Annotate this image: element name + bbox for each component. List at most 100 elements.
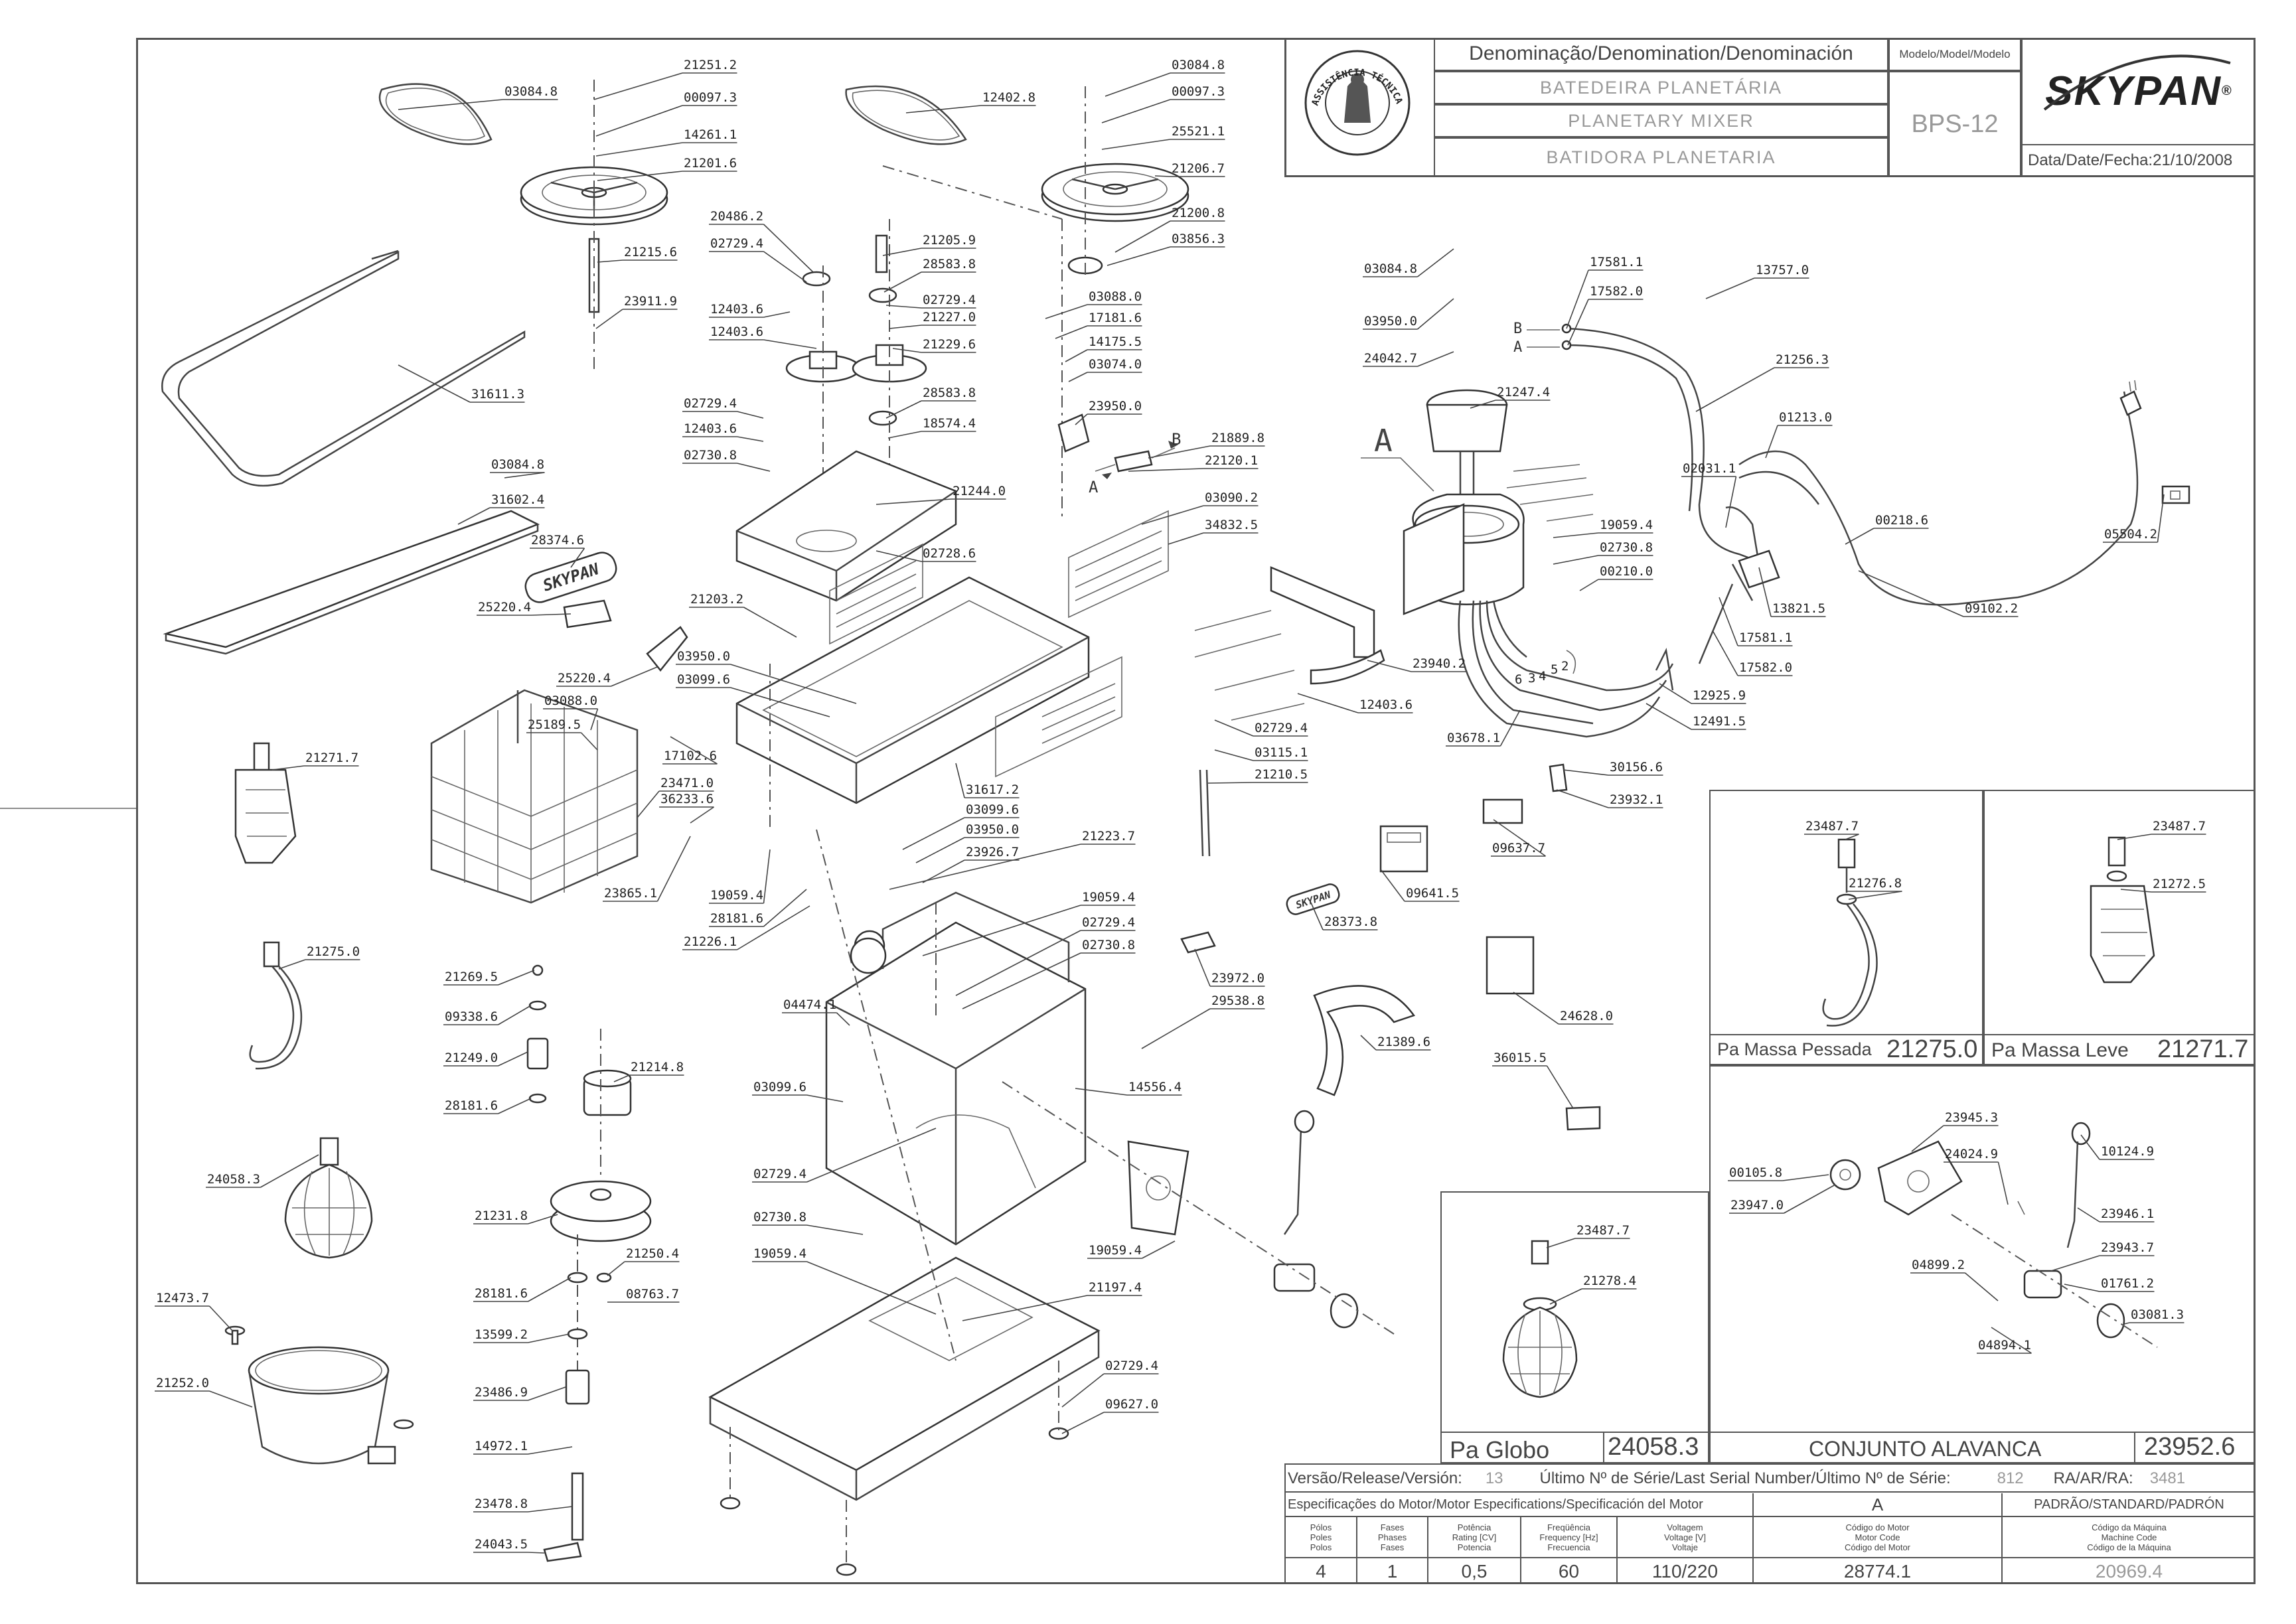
part-number-label: 28583.8 <box>923 386 976 400</box>
part-callout: 19059.4 <box>709 849 771 904</box>
spec-header-line: Voltagem <box>1667 1522 1703 1532</box>
part-number-label: 23487.7 <box>2153 819 2206 834</box>
divider <box>1709 1432 1711 1463</box>
part-number-label: 21252.0 <box>156 1376 209 1390</box>
part-number-label: 28373.8 <box>1324 915 1377 929</box>
part-number-label: 00097.3 <box>684 90 737 105</box>
leader-line <box>1142 1240 1176 1259</box>
dough-hook-21275 <box>249 941 303 1070</box>
leader-line <box>1553 532 1599 538</box>
part-callout: 03084.8 <box>1105 58 1225 97</box>
leader-line <box>209 1390 253 1408</box>
leader-line <box>889 325 922 329</box>
serial-label: Último Nº de Série/Last Serial Number/Úl… <box>1539 1469 1951 1487</box>
part-callout: 23911.9 <box>595 294 678 329</box>
leader-line <box>528 1277 572 1302</box>
base-21197 <box>708 1256 1101 1501</box>
part-callout: 28373.8 <box>1310 902 1378 930</box>
part-callout: 23471.0 <box>637 776 714 818</box>
leader-line <box>670 736 718 765</box>
part-callout: 24024.9 <box>1944 1147 2009 1205</box>
leader-line <box>611 666 658 687</box>
part-number-label: 25189.5 <box>528 717 581 732</box>
leader-line <box>1470 400 1496 409</box>
part-callout: 17181.6 <box>1055 311 1142 339</box>
part-callout: 28583.8 <box>885 386 976 419</box>
leader-line <box>271 765 305 771</box>
leader-line <box>613 1074 630 1082</box>
part-number-label: 19059.4 <box>1600 518 1653 532</box>
svg-text:A: A <box>1089 478 1099 496</box>
inset-leve-caption: Pa Massa Leve 21271.7 <box>1983 1034 2256 1065</box>
leader-line <box>806 1094 844 1102</box>
part-number-label: 03088.0 <box>544 694 597 708</box>
leader-line <box>737 463 771 472</box>
part-number-label: 23940.2 <box>1413 656 1466 671</box>
part-callout: 23932.1 <box>1556 789 1663 808</box>
part-number-label: 19059.4 <box>753 1246 806 1261</box>
part-number-label: 03950.0 <box>1364 314 1417 329</box>
inset-lever-drawing <box>1829 1122 2158 1348</box>
motor-21247 <box>1403 389 1525 615</box>
spec-header-line: Código de la Máquina <box>2087 1542 2171 1552</box>
leader-line <box>2117 834 2152 840</box>
part-number-label: 02729.4 <box>1255 721 1308 735</box>
date-label: Data/Date/Fecha: <box>2028 151 2153 169</box>
part-number-label: 21229.6 <box>923 337 976 352</box>
leader-line <box>1061 1412 1105 1434</box>
leader-line <box>1553 555 1599 565</box>
part-number-label: 25220.4 <box>558 671 611 686</box>
part-callout: 21229.6 <box>892 337 976 353</box>
part-number-label: 03115.1 <box>1255 745 1308 760</box>
part-number-label: 04894.1 <box>1978 1338 2031 1353</box>
part-number-label: 28181.6 <box>445 1098 498 1113</box>
part-number-label: 20486.2 <box>710 209 763 224</box>
part-callout: 13757.0 <box>1705 263 1809 299</box>
part-number-label: 09637.7 <box>1492 841 1545 855</box>
leader-line <box>1579 579 1599 591</box>
part-number-label: 19059.4 <box>1082 890 1135 905</box>
wire-mark: 2 <box>1561 659 1569 674</box>
part-callout: 23946.1 <box>2077 1207 2155 1222</box>
part-number-label: 01213.0 <box>1779 410 1832 425</box>
part-callout: 03084.8 <box>1363 248 1454 277</box>
part-callout: 03084.8 <box>398 84 558 110</box>
part-number-label: 21272.5 <box>2153 877 2206 891</box>
leader-line <box>1705 277 1755 299</box>
part-callout: 17581.1 <box>1566 255 1644 329</box>
part-number-label: 00105.8 <box>1729 1165 1782 1180</box>
name-es: BATIDORA PLANETARIA <box>1434 137 1888 177</box>
part-callout: 03856.3 <box>1107 232 1225 266</box>
part-callout: 28374.6 <box>530 533 585 568</box>
part-number-label: 21247.4 <box>1497 385 1550 400</box>
part-callout: 03115.1 <box>1214 745 1308 761</box>
part-callout: 21275.0 <box>278 944 360 970</box>
leader-line <box>597 171 683 181</box>
spec-header-line: Pólos <box>1310 1522 1332 1532</box>
part-callout: 02729.4 <box>682 396 764 419</box>
leader-line <box>1154 175 1171 177</box>
inset-whisk-drawing <box>1502 1240 1578 1398</box>
ra-value: 3481 <box>2149 1469 2186 1487</box>
leader-line <box>905 105 982 113</box>
leader-line <box>737 411 764 419</box>
part-number-label: 03856.3 <box>1172 232 1225 246</box>
leader-line <box>1141 505 1204 525</box>
leader-line <box>2157 494 2165 543</box>
svg-text:A: A <box>1374 423 1393 459</box>
leader-line <box>208 1305 233 1331</box>
spec-header-line: Código do Motor <box>1845 1522 1910 1532</box>
part-callout: 23972.0 <box>1194 948 1265 987</box>
leader-line <box>2123 1322 2130 1325</box>
leader-line <box>1297 693 1359 713</box>
leader-line <box>1061 1373 1105 1408</box>
part-callout: 08763.7 <box>607 1287 680 1303</box>
part-callout: 12403.6 <box>1297 693 1413 713</box>
leader-line <box>883 271 922 293</box>
frame-31617 <box>735 576 1090 804</box>
leader-line <box>570 548 585 568</box>
leader-line <box>1101 139 1171 150</box>
part-callout: 05504.2 <box>2103 494 2165 543</box>
part-callout: 36233.6 <box>659 792 714 824</box>
